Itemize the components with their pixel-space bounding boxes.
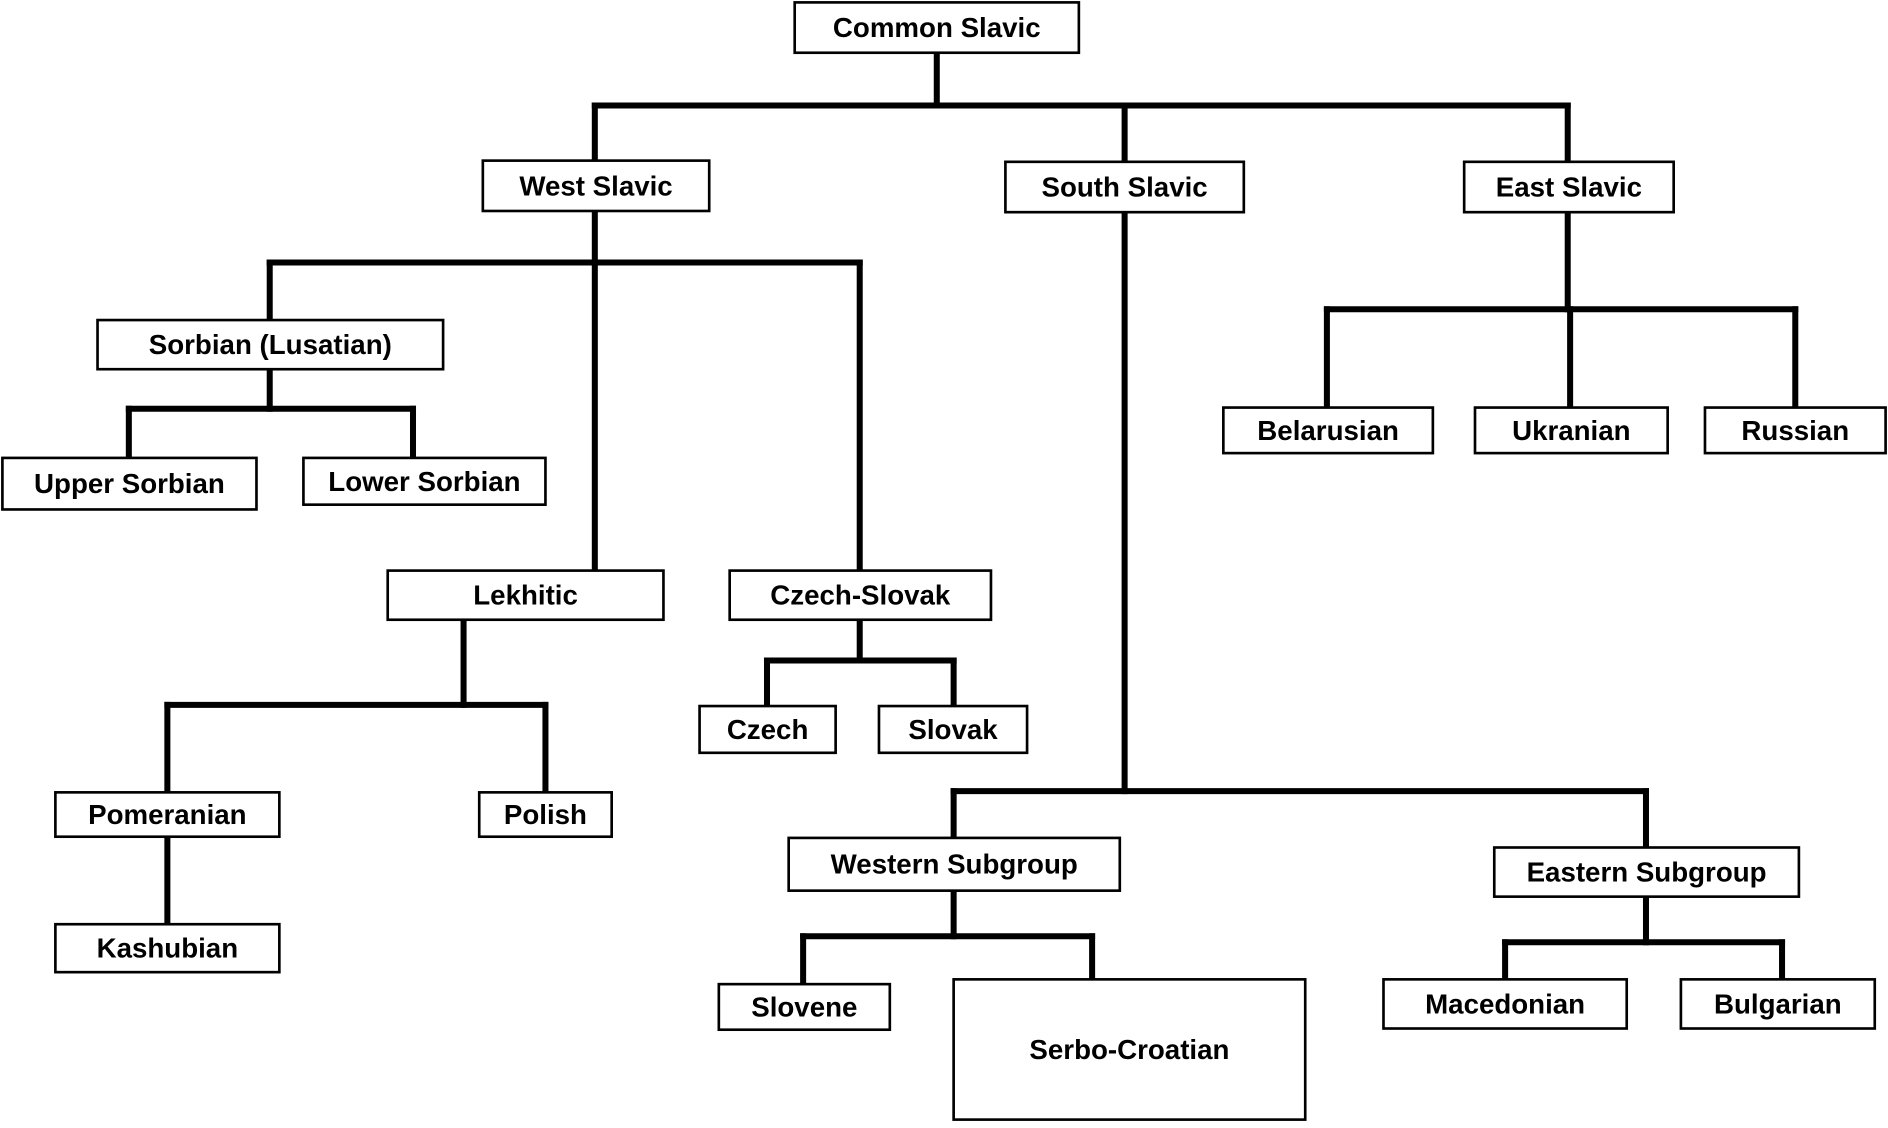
node-label: Russian (1741, 415, 1849, 446)
node-sorbian: Sorbian (Lusatian) (96, 318, 445, 371)
node-label: East Slavic (1496, 172, 1642, 203)
node-box (1462, 160, 1675, 214)
node-label: Common Slavic (833, 12, 1041, 43)
node-box (1382, 978, 1629, 1030)
node-box (728, 569, 993, 622)
node-pomeranian: Pomeranian (54, 791, 281, 839)
node-lekhitic: Lekhitic (386, 569, 665, 622)
node-box (1473, 406, 1669, 455)
node-box (481, 159, 711, 213)
node-south-slavic: South Slavic (1004, 160, 1246, 214)
node-box (787, 836, 1122, 892)
node-label: South Slavic (1042, 172, 1208, 203)
node-label: Eastern Subgroup (1527, 857, 1767, 888)
node-western-subgroup: Western Subgroup (787, 836, 1122, 892)
node-label: Serbo-Croatian (1029, 1034, 1229, 1065)
node-box (1, 456, 258, 511)
node-box (1004, 160, 1246, 214)
node-box (1679, 978, 1877, 1030)
node-label: Upper Sorbian (34, 468, 225, 499)
node-macedonian: Macedonian (1382, 978, 1629, 1030)
node-label: Sorbian (Lusatian) (149, 329, 392, 360)
node-czech-slovak: Czech-Slovak (728, 569, 993, 622)
node-bulgarian: Bulgarian (1679, 978, 1877, 1030)
node-upper-sorbian: Upper Sorbian (1, 456, 258, 511)
connector-lines (125, 49, 1799, 988)
node-box (1492, 846, 1801, 898)
node-west-slavic: West Slavic (481, 159, 711, 213)
node-box (1222, 406, 1435, 455)
node-label: Czech-Slovak (770, 580, 951, 611)
node-label: Belarusian (1257, 415, 1399, 446)
node-polish: Polish (477, 791, 613, 839)
node-label: West Slavic (519, 170, 672, 201)
node-label: Pomeranian (88, 799, 246, 830)
node-label: Lower Sorbian (328, 466, 520, 497)
node-lower-sorbian: Lower Sorbian (302, 456, 547, 506)
node-label: Polish (504, 799, 587, 830)
node-label: Macedonian (1425, 988, 1585, 1019)
node-box (952, 978, 1307, 1121)
node-label: Western Subgroup (831, 849, 1078, 880)
node-box (477, 791, 613, 839)
node-russian: Russian (1703, 406, 1887, 455)
node-serbo-croatian: Serbo-Croatian (952, 978, 1307, 1121)
node-box (877, 704, 1029, 755)
node-box (54, 922, 281, 974)
node-box (54, 791, 281, 839)
node-kashubian: Kashubian (54, 922, 281, 974)
node-east-slavic: East Slavic (1462, 160, 1675, 214)
node-label: Lekhitic (473, 580, 578, 611)
node-box (96, 318, 445, 371)
node-czech: Czech (698, 704, 837, 755)
node-common-slavic: Common Slavic (793, 1, 1081, 55)
node-label: Ukranian (1512, 415, 1630, 446)
node-box (793, 1, 1081, 55)
node-label: Czech (727, 714, 809, 745)
node-label: Bulgarian (1714, 988, 1842, 1019)
node-slovak: Slovak (877, 704, 1029, 755)
node-belarusian: Belarusian (1222, 406, 1435, 455)
node-label: Slovene (751, 991, 857, 1022)
node-box (698, 704, 837, 755)
node-ukranian: Ukranian (1473, 406, 1669, 455)
node-slovene: Slovene (717, 982, 892, 1032)
node-box (1703, 406, 1887, 455)
node-label: Slovak (908, 714, 998, 745)
node-label: Kashubian (97, 933, 239, 964)
node-box (717, 982, 892, 1032)
node-box (386, 569, 665, 622)
node-box (302, 456, 547, 506)
node-eastern-subgroup: Eastern Subgroup (1492, 846, 1801, 898)
